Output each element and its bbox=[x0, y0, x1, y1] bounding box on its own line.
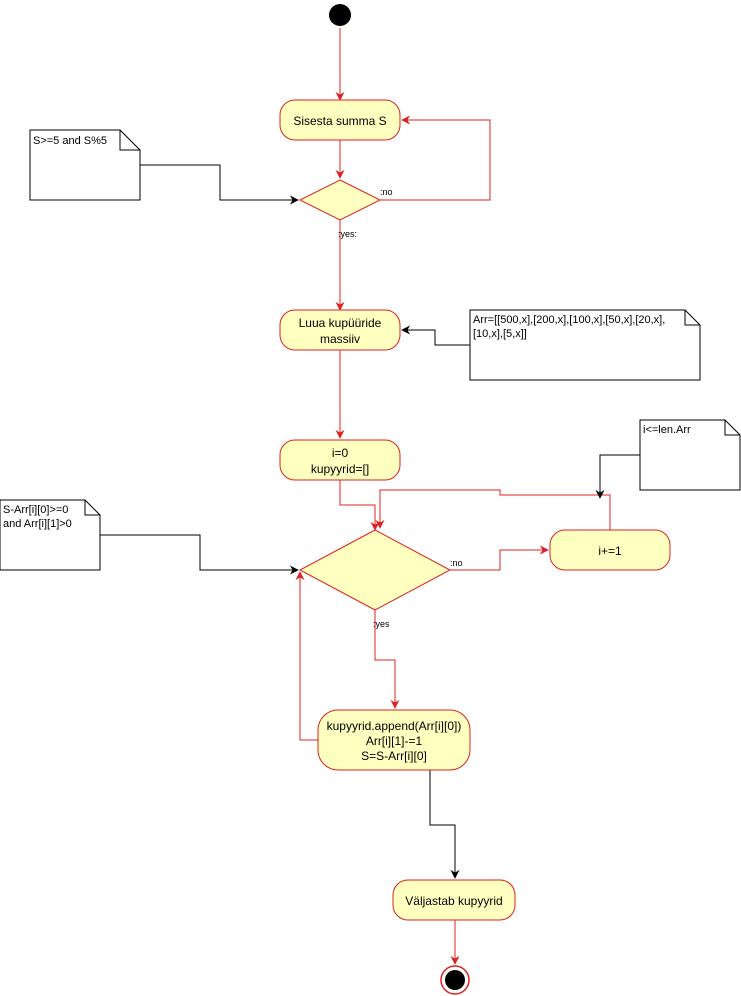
note-array: Arr=[[500,x],[200,x],[100,x],[50,x],[20,… bbox=[469, 309, 701, 381]
activity-output: Väljastab kupyyrid bbox=[392, 879, 516, 921]
activity-increment-label: i+=1 bbox=[598, 544, 622, 558]
flow-decision2-no bbox=[450, 545, 549, 571]
activity-append-label-2: Arr[i][1]-=1 bbox=[366, 734, 423, 748]
activity-input-label: Sisesta summa S bbox=[293, 114, 386, 128]
note-link-condition2 bbox=[100, 534, 299, 575]
activity-append-label-1: kupyyrid.append(Arr[i][0]) bbox=[327, 719, 462, 733]
activity-init-label-2: kupyyrid=[] bbox=[311, 462, 369, 476]
activity-input: Sisesta summa S bbox=[279, 99, 401, 141]
flow-increment-back bbox=[375, 489, 611, 530]
flow-decision1-no bbox=[380, 115, 491, 201]
note-loop-condition-text: i<=len.Arr bbox=[643, 424, 691, 436]
label-yes-2: :yes bbox=[373, 619, 390, 629]
note-condition2-text-2: and Arr[i][1]>0 bbox=[3, 518, 72, 530]
activity-init: i=0 kupyyrid=[] bbox=[279, 439, 401, 481]
note-condition2: S-Arr[i][0]>=0 and Arr[i][1]>0 bbox=[0, 499, 101, 571]
label-no-2: :no bbox=[450, 558, 463, 568]
note-array-text-2: [10,x],[5,x]] bbox=[473, 328, 527, 340]
note-link-loop-condition bbox=[595, 454, 640, 499]
activity-create-label-1: Luua kupüüride bbox=[299, 316, 382, 330]
note-link-array bbox=[401, 325, 470, 346]
label-yes-1: :yes: bbox=[338, 229, 357, 239]
activity-output-label: Väljastab kupyyrid bbox=[405, 894, 502, 908]
end-node bbox=[440, 965, 470, 995]
label-no-1: :no bbox=[380, 187, 393, 197]
activity-create-array: Luua kupüüride massiiv bbox=[279, 309, 401, 351]
start-node bbox=[329, 4, 351, 26]
note-link-condition1 bbox=[140, 164, 299, 205]
activity-append: kupyyrid.append(Arr[i][0]) Arr[i][1]-=1 … bbox=[317, 709, 471, 771]
note-condition1: S>=5 and S%5 bbox=[29, 129, 141, 201]
activity-init-label-1: i=0 bbox=[332, 446, 349, 460]
note-condition1-text: S>=5 and S%5 bbox=[33, 135, 107, 147]
note-condition2-text-1: S-Arr[i][0]>=0 bbox=[3, 504, 68, 516]
flow-init-to-decision2 bbox=[339, 480, 380, 531]
decision-banknote-check bbox=[298, 529, 452, 611]
flow-append-back bbox=[295, 571, 318, 741]
activity-create-label-2: massiiv bbox=[320, 332, 360, 346]
note-array-text-1: Arr=[[500,x],[200,x],[100,x],[50,x],[20,… bbox=[473, 314, 665, 326]
flow-decision2-yes bbox=[374, 610, 400, 709]
flow-append-to-output bbox=[429, 770, 460, 879]
decision-sum-check bbox=[298, 179, 382, 221]
activity-append-label-3: S=S-Arr[i][0] bbox=[361, 749, 427, 763]
activity-increment: i+=1 bbox=[549, 529, 671, 571]
note-loop-condition: i<=len.Arr bbox=[639, 419, 741, 491]
